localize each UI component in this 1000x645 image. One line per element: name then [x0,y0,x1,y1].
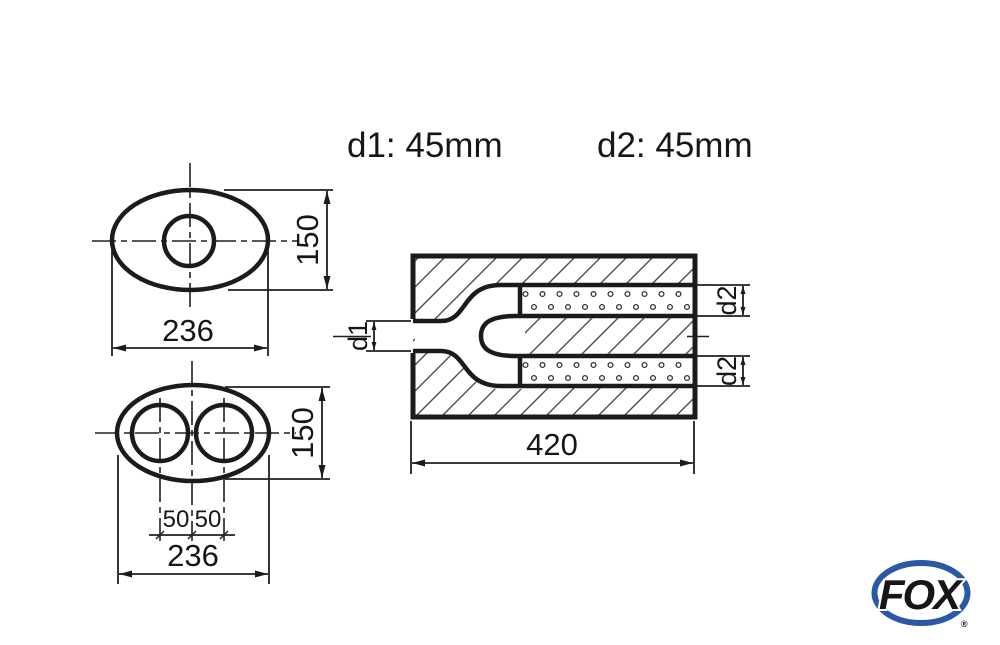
length-dimension: 420 [410,421,695,474]
ext-lines [117,455,270,584]
ext-lines [697,284,750,317]
inlet-dimension: d1 [333,320,411,352]
arrowhead [371,342,377,350]
outlet-bottom-dimension: d2 [697,355,750,387]
length-dim-text: 420 [526,427,578,462]
outlet-bottom-label: d2 [712,356,742,386]
arrowhead [323,276,331,289]
left-hole-outline [129,402,191,464]
inlet-hole-outline [161,213,217,269]
lower-pipe-perforation [521,358,692,384]
width-dim-text: 236 [167,538,219,573]
hole-pitch-dimension: 50 50 [149,506,235,540]
dim-ticks [155,530,229,540]
branch-divider-wedge [478,313,694,359]
arrowhead [254,344,267,352]
registered-trademark-symbol: ® [961,619,968,629]
height-dim-text: 150 [285,407,320,459]
right-hole-outline [193,402,255,464]
oval-body-outline [109,187,271,293]
width-dim-text: 236 [162,313,214,348]
arrowhead [119,570,132,578]
arrowhead [740,286,746,294]
arrowhead [412,459,425,467]
width-dimension: 236 [111,250,269,356]
inlet-diameter-annotation: d1: 45mm [347,126,503,165]
arrowhead [371,322,377,330]
arrowhead [113,344,126,352]
cross-section-single-hole: 150 236 [92,163,333,356]
inlet-label: d1 [343,321,373,351]
cross-section-dual-hole: 150 50 50 236 [95,361,330,584]
ext-lines [111,250,269,356]
arrowhead [740,377,746,385]
ext-lines [410,421,695,474]
y-pipe-interior [415,283,525,389]
height-dim-text: 150 [290,214,325,266]
fox-logo: FOX ® [871,560,971,629]
ext-lines [225,386,330,480]
upper-pipe-wall [413,282,694,324]
height-dimension: 150 [224,189,333,291]
ext-lines [366,320,411,352]
pitch-right-text: 50 [195,506,222,533]
lower-pipe-wall [413,348,694,389]
fox-logo-wordmark: FOX [879,571,964,618]
longitudinal-section-view: d1 d2 d2 420 [333,253,750,474]
arrowhead [318,388,326,401]
height-dimension: 150 [225,386,330,480]
ext-lines [224,189,333,291]
outlet-diameter-annotation: d2: 45mm [597,126,753,165]
upper-pipe-perforation [521,287,692,314]
arrowhead [318,465,326,478]
pitch-left-text: 50 [163,506,190,533]
arrowhead [255,570,268,578]
outlet-top-label: d2 [712,285,742,315]
arrowhead [323,191,331,204]
arrowhead [740,357,746,365]
ext-lines [697,355,750,387]
arrowhead [680,459,693,467]
width-dimension: 236 [117,455,270,584]
arrowhead [740,307,746,315]
fox-logo-ellipse [871,560,971,626]
outlet-top-dimension: d2 [697,284,750,317]
oval-body-outline [114,382,272,484]
